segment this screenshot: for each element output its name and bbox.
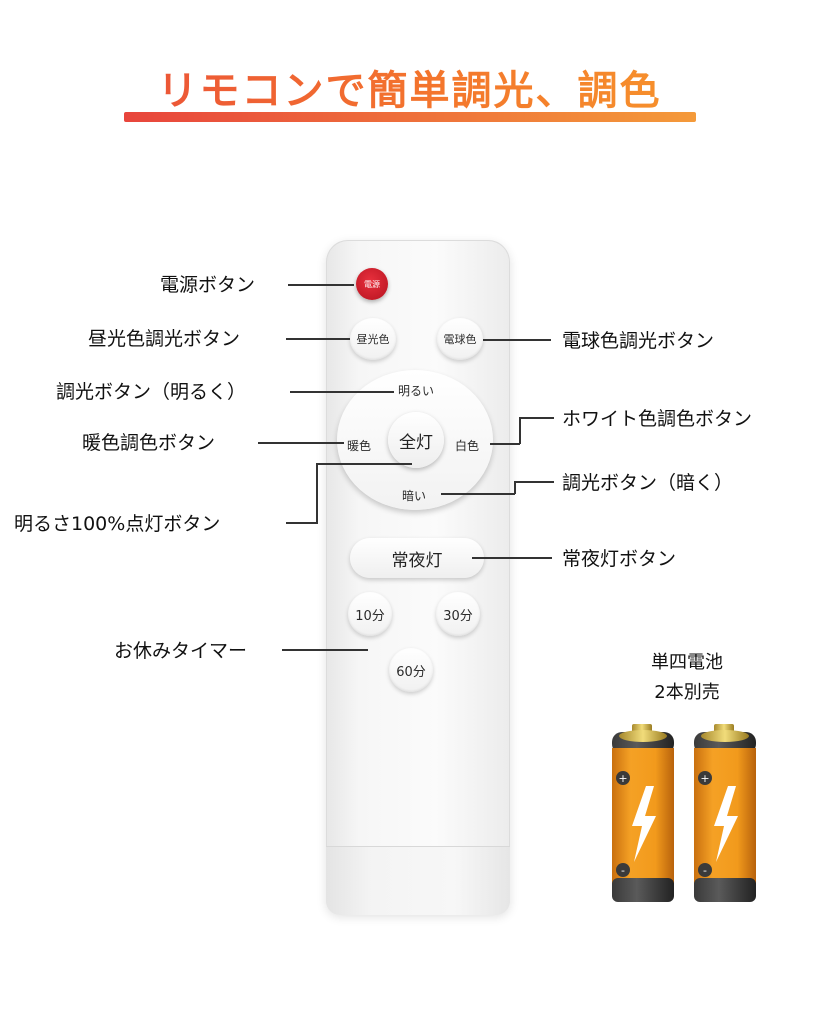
- timer-60-label: 60分: [396, 664, 426, 680]
- minus-icon: [616, 863, 630, 877]
- battery-caption-line1: 単四電池: [651, 652, 723, 673]
- callout-line-warm: [258, 442, 344, 444]
- callout-line-bulb: [483, 339, 551, 341]
- daylight-button[interactable]: 昼光色: [350, 318, 396, 360]
- battery-2-minus: -: [703, 864, 707, 877]
- battery-1: + -: [612, 724, 674, 902]
- callout-timer: お休みタイマー: [114, 640, 248, 662]
- callout-line-night: [472, 557, 552, 559]
- callout-line-darker-h: [441, 493, 515, 495]
- timer-30-label: 30分: [443, 608, 473, 624]
- bulb-color-button[interactable]: 電球色: [437, 318, 483, 360]
- timer-10-label: 10分: [355, 608, 385, 624]
- white-color-button[interactable]: 白色: [455, 439, 480, 453]
- page-title: リモコンで簡単調光、調色: [0, 58, 819, 116]
- night-light-button[interactable]: 常夜灯: [350, 538, 484, 578]
- callout-bulb: 電球色調光ボタン: [562, 330, 715, 352]
- daylight-button-label: 昼光色: [356, 333, 390, 346]
- battery-caption-line2: 2本別売: [654, 682, 720, 703]
- power-button-label: 電源: [364, 279, 380, 289]
- night-light-button-label: 常夜灯: [391, 550, 443, 571]
- callout-warm: 暖色調色ボタン: [82, 432, 216, 454]
- callout-daylight: 昼光色調光ボタン: [88, 328, 241, 350]
- battery-1-minus: -: [621, 864, 625, 877]
- brighter-button[interactable]: 明るい: [398, 384, 435, 398]
- callout-line-full-h: [316, 463, 412, 465]
- plus-icon: [698, 771, 712, 785]
- remote-control-foot: [326, 846, 510, 915]
- darker-button[interactable]: 暗い: [402, 489, 427, 503]
- full-light-button[interactable]: 全灯: [388, 412, 444, 468]
- callout-night: 常夜灯ボタン: [562, 548, 677, 570]
- callout-power: 電源ボタン: [160, 274, 256, 296]
- callout-line-full-h2: [286, 522, 318, 524]
- bulb-color-button-label: 電球色: [443, 333, 477, 346]
- minus-icon: [698, 863, 712, 877]
- title-underline: [124, 112, 696, 122]
- callout-full: 明るさ100%点灯ボタン: [14, 513, 221, 535]
- callout-line-white-h: [490, 443, 520, 445]
- full-light-button-label: 全灯: [399, 432, 433, 453]
- lightning-icon: [714, 786, 738, 862]
- callout-darker: 調光ボタン（暗く）: [562, 472, 734, 494]
- battery-2-plus: +: [700, 772, 709, 785]
- callout-line-power: [288, 284, 354, 286]
- callout-line-full-v: [316, 463, 318, 523]
- callout-line-brighter: [290, 391, 394, 393]
- battery-2: + -: [694, 724, 756, 902]
- callout-brighter: 調光ボタン（明るく）: [56, 381, 247, 403]
- plus-icon: [616, 771, 630, 785]
- callout-line-timer: [282, 649, 368, 651]
- callout-line-daylight: [286, 338, 350, 340]
- power-button[interactable]: 電源: [356, 268, 388, 300]
- callout-white: ホワイト色調色ボタン: [562, 408, 753, 430]
- callout-line-white-v: [519, 417, 521, 444]
- timer-30-button[interactable]: 30分: [436, 592, 480, 636]
- callout-line-darker-v: [514, 481, 516, 494]
- battery-1-plus: +: [618, 772, 627, 785]
- batteries-illustration: + - + -: [612, 724, 756, 902]
- callout-line-darker-h2: [514, 481, 554, 483]
- timer-60-button[interactable]: 60分: [389, 648, 433, 692]
- callout-line-white-h2: [519, 417, 554, 419]
- timer-10-button[interactable]: 10分: [348, 592, 392, 636]
- warm-color-button[interactable]: 暖色: [347, 439, 372, 453]
- lightning-icon: [632, 786, 656, 862]
